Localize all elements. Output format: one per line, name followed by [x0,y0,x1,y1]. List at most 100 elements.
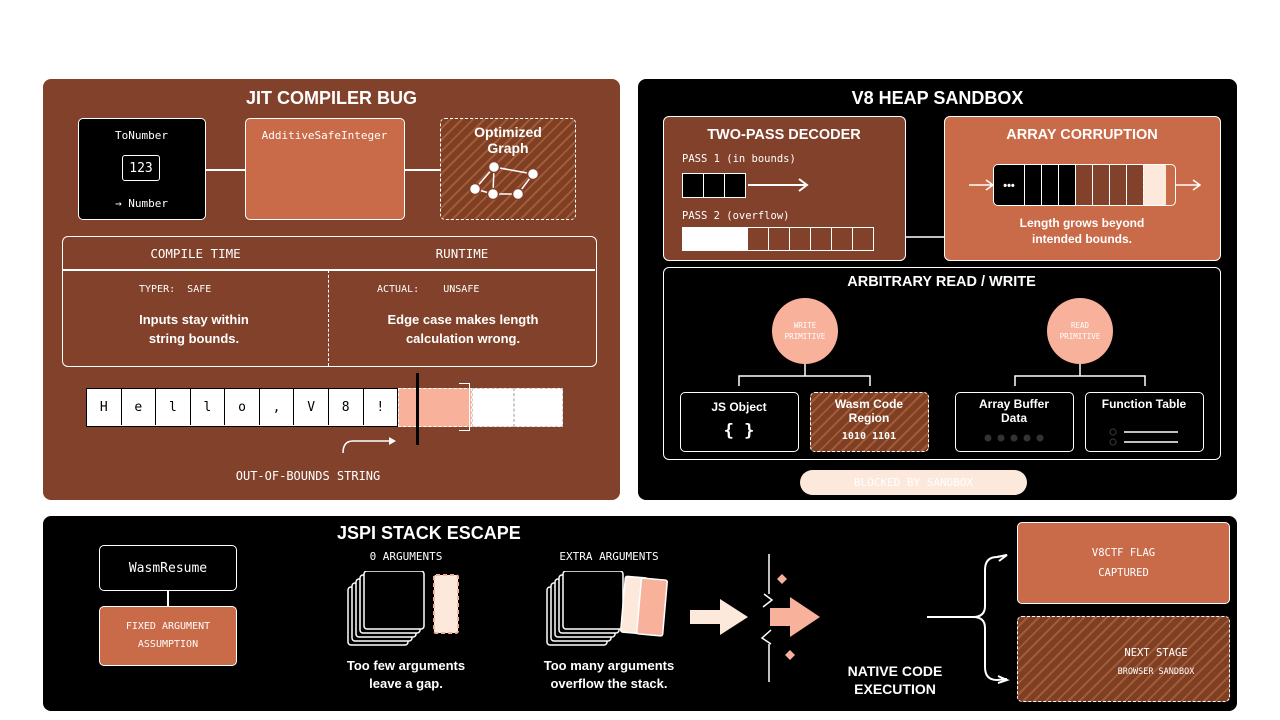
char-cell: H [87,389,122,425]
wasm-bits: 1010 1101 [841,431,897,442]
additive-safe-integer-label: AdditiveSafeInteger [261,129,388,142]
pass1-cell [683,174,704,197]
v8-title: V8 HEAP SANDBOX [851,88,1024,108]
tonumber-box: ToNumber 123 → Number [78,118,206,220]
tree-connectors [738,364,1146,386]
array-cell [1126,165,1143,205]
js-object-box: JS Object { } [680,392,799,452]
string-cells: H e l l o , V 8 ! [86,388,398,427]
overflow-stack-icon [546,571,668,646]
optimized-graph-label: Optimized Graph [474,124,542,156]
v8ctf-flag-box: V8CTF FLAG CAPTURED [1017,522,1230,604]
jspi-title: JSPI STACK ESCAPE [337,523,521,543]
array-cell [1024,165,1041,205]
pass2-in-bounds [683,228,747,250]
pass2-cell [747,228,768,250]
wasm-code-region-box: Wasm Code Region 1010 1101 [810,392,929,452]
char-cell: l [191,389,226,425]
runtime-description: Edge case makes length calculation wrong… [387,312,539,346]
pass2-cell [831,228,852,250]
char-cell: l [156,389,191,425]
oob-cell [472,388,514,427]
boundary-marker [416,373,419,445]
two-pass-decoder-box: TWO-PASS DECODER PASS 1 (in bounds) PASS… [663,116,906,261]
array-cell [1075,165,1092,205]
array-cell-overflow [1143,165,1166,205]
array-cells: ••• [993,164,1176,206]
pass1-cell [725,174,745,197]
oob-cell [398,388,472,427]
blocked-by-sandbox-label: BLOCKED BY SANDBOX [853,476,974,489]
actual-line: ACTUAL: UNSAFE [377,284,479,295]
connector-line [167,591,169,606]
array-cell [1041,165,1058,205]
array-buffer-data-box: Array Buffer Data [955,392,1074,452]
pass2-cell [810,228,831,250]
connector-line [206,169,245,171]
tonumber-value: 123 [122,155,160,181]
oob-string-label: OUT-OF-BOUNDS STRING [235,469,381,483]
char-cell: 8 [329,389,364,425]
break-through-icon [690,554,820,682]
array-corruption-title: ARRAY CORRUPTION [1006,127,1158,143]
extra-arguments-description: Too many arguments overflow the stack. [543,658,675,691]
tonumber-result: → Number [115,197,168,210]
table-column-divider [328,270,329,366]
write-primitive-circle: WRITE PRIMITIVE [772,298,838,364]
data-dots-icon [984,434,1044,442]
char-cell: , [260,389,295,425]
pass1-cells [682,173,746,198]
runtime-header: RUNTIME [435,246,489,261]
native-code-execution-label: NATIVE CODE EXECUTION [847,663,943,697]
array-buffer-label: Array Buffer Data [978,397,1050,425]
arw-title: ARBITRARY READ / WRITE [847,274,1036,290]
compile-time-header: COMPILE TIME [150,246,241,261]
array-cell [1109,165,1126,205]
wasm-code-region-label: Wasm Code Region [834,397,904,425]
oob-arrow-icon [342,437,396,454]
graph-icon [468,160,540,201]
v8-heap-sandbox-panel: V8 HEAP SANDBOX TWO-PASS DECODER PASS 1 … [638,79,1237,500]
zero-arguments-label: 0 ARGUMENTS [369,550,443,563]
table-rows-icon [1109,428,1178,446]
pass2-cell [768,228,789,250]
additive-safe-integer-box: AdditiveSafeInteger [245,118,405,220]
pass1-label: PASS 1 (in bounds) [682,153,796,165]
array-dots: ••• [994,165,1024,205]
optimized-graph-box: Optimized Graph [440,118,576,220]
function-table-label: Function Table [1101,397,1187,411]
actual-key: ACTUAL: [377,284,420,295]
jit-compiler-bug-panel: JIT COMPILER BUG ToNumber 123 → Number A… [43,79,620,500]
next-stage-box: NEXT STAGE BROWSER SANDBOX [1017,616,1230,702]
pass1-arrow-icon [748,178,809,192]
char-cell: ! [376,399,385,415]
oob-bracket [459,383,470,431]
next-stage-label: NEXT STAGE [1124,647,1188,659]
typer-value: SAFE [187,284,212,295]
array-exit-arrow-icon [1176,179,1202,191]
connector-line [405,169,440,171]
array-corruption-description: Length grows beyond intended bounds. [1019,216,1145,246]
pass2-cells [682,227,874,251]
compile-runtime-table: COMPILE TIME RUNTIME TYPER: SAFE Inputs … [62,236,597,367]
blocked-by-sandbox-pill: BLOCKED BY SANDBOX [800,470,1027,495]
decoder-title: TWO-PASS DECODER [707,127,861,143]
oob-cell [514,388,563,427]
extra-arguments-label: EXTRA ARGUMENTS [559,550,659,563]
compile-description: Inputs stay within string bounds. [139,312,249,346]
char-cell: o [225,389,260,425]
arbitrary-read-write-box: ARBITRARY READ / WRITE WRITE PRIMITIVE R… [663,267,1221,460]
read-primitive-circle: READ PRIMITIVE [1047,298,1113,364]
array-corruption-box: ARRAY CORRUPTION ••• Length grows beyond… [944,116,1221,261]
stack-frames-icon [347,571,459,646]
actual-value: UNSAFE [443,284,480,295]
fixed-argument-box: FIXED ARGUMENT ASSUMPTION [99,606,237,666]
js-object-label: JS Object [711,400,767,414]
pass2-cell [789,228,810,250]
pass1-cell [704,174,725,197]
array-cell [1058,165,1075,205]
table-header-divider [63,269,595,271]
js-object-symbol: { } [723,421,755,441]
browser-sandbox-label: BROWSER SANDBOX [1117,667,1195,677]
array-entry-arrow-icon [969,179,995,191]
